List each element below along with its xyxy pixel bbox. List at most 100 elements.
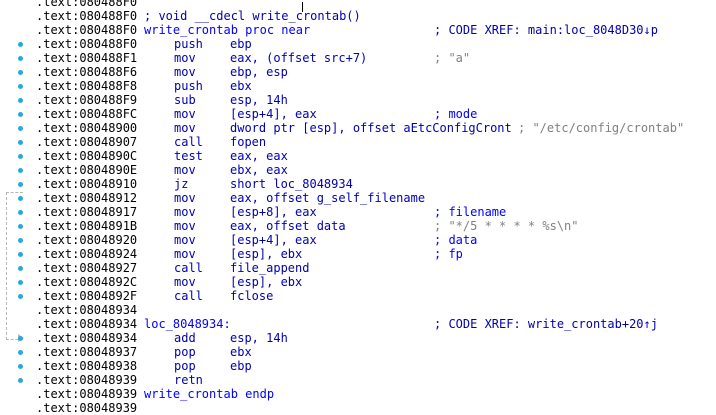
instruction-mnemonic[interactable]: sub [174, 93, 196, 107]
instruction-operands[interactable]: [esp+8], eax [230, 205, 317, 219]
instruction-mnemonic[interactable]: mov [174, 65, 196, 79]
breakpoint-dot-icon[interactable] [18, 224, 23, 229]
line-address[interactable]: .text:080488F0 [36, 0, 138, 9]
breakpoint-dot-icon[interactable] [18, 42, 23, 47]
breakpoint-dot-icon[interactable] [18, 252, 23, 257]
breakpoint-dot-icon[interactable] [18, 350, 23, 355]
instruction-operands[interactable]: [esp+4], eax [230, 107, 317, 121]
line-address[interactable]: .text:08048927 [36, 261, 138, 275]
instruction-operands[interactable]: [esp+4], eax [230, 233, 317, 247]
instruction-mnemonic[interactable]: push [174, 79, 203, 93]
line-address[interactable]: .text:08048934 [36, 317, 138, 331]
line-address[interactable]: .text:0804890E [36, 163, 138, 177]
instruction-operands[interactable]: [esp], ebx [230, 247, 303, 261]
instruction-mnemonic[interactable]: add [174, 331, 196, 345]
instruction-mnemonic[interactable]: mov [174, 163, 196, 177]
line-address[interactable]: .text:08048939 [36, 387, 138, 401]
instruction-mnemonic[interactable]: mov [174, 275, 196, 289]
instruction-operands[interactable]: eax, offset g_self_filename [230, 191, 426, 205]
instruction-operands[interactable]: esp, 14h [230, 93, 288, 107]
instruction-mnemonic[interactable]: mov [174, 121, 196, 135]
line-address[interactable]: .text:08048934 [36, 331, 138, 345]
disassembly-listing[interactable]: .text:080488F0.text:080488F0; void __cde… [36, 0, 716, 415]
instruction-operands[interactable]: ebp, esp [230, 65, 288, 79]
line-address[interactable]: .text:08048907 [36, 135, 138, 149]
instruction-operands[interactable]: ebp [230, 359, 252, 373]
line-address[interactable]: .text:08048924 [36, 247, 138, 261]
breakpoint-dot-icon[interactable] [18, 210, 23, 215]
breakpoint-dot-icon[interactable] [18, 154, 23, 159]
instruction-mnemonic[interactable]: pop [174, 359, 196, 373]
line-address[interactable]: .text:08048938 [36, 359, 138, 373]
listing-line[interactable]: .text:0804890E mov ebx, eax [36, 163, 716, 177]
instruction-mnemonic[interactable]: mov [174, 219, 196, 233]
instruction-mnemonic[interactable]: jz [174, 177, 189, 191]
instruction-mnemonic[interactable]: mov [174, 51, 196, 65]
code-label[interactable]: write_crontab proc near [144, 23, 311, 37]
instruction-operands[interactable]: ebp [230, 37, 252, 51]
instruction-operands[interactable]: ebx, eax [230, 163, 288, 177]
breakpoint-dot-icon[interactable] [18, 182, 23, 187]
listing-line[interactable]: .text:08048938 pop ebp [36, 359, 716, 373]
line-address[interactable]: .text:0804891B [36, 219, 138, 233]
breakpoint-dot-icon[interactable] [18, 70, 23, 75]
instruction-operands[interactable]: eax, eax [230, 149, 288, 163]
line-address[interactable]: .text:080488F0 [36, 23, 138, 37]
breakpoint-dot-icon[interactable] [18, 140, 23, 145]
instruction-mnemonic[interactable]: pop [174, 345, 196, 359]
breakpoint-dot-icon[interactable] [18, 364, 23, 369]
listing-line[interactable]: .text:08048912 mov eax, offset g_self_file… [36, 191, 716, 205]
breakpoint-dot-icon[interactable] [18, 196, 23, 201]
line-address[interactable]: .text:08048939 [36, 373, 138, 387]
instruction-operands[interactable]: ebx [230, 79, 252, 93]
breakpoint-dot-icon[interactable] [18, 294, 23, 299]
line-address[interactable]: .text:08048939 [36, 401, 138, 415]
listing-line[interactable]: .text:08048939 [36, 401, 716, 415]
line-address[interactable]: .text:08048912 [36, 191, 138, 205]
instruction-operands[interactable]: esp, 14h [230, 331, 288, 345]
listing-line[interactable]: .text:08048934 [36, 303, 716, 317]
breakpoint-dot-icon[interactable] [18, 56, 23, 61]
instruction-operands[interactable]: [esp], ebx [230, 275, 303, 289]
line-address[interactable]: .text:08048937 [36, 345, 138, 359]
breakpoint-dot-icon[interactable] [18, 336, 23, 341]
line-address[interactable]: .text:080488F0 [36, 9, 138, 23]
listing-line[interactable]: .text:08048934 add esp, 14h [36, 331, 716, 345]
code-label[interactable]: write_crontab endp [144, 387, 275, 401]
instruction-mnemonic[interactable]: call [174, 289, 203, 303]
line-address[interactable]: .text:08048917 [36, 205, 138, 219]
instruction-mnemonic[interactable]: call [174, 261, 203, 275]
line-address[interactable]: .text:080488F6 [36, 65, 138, 79]
breakpoint-dot-icon[interactable] [18, 126, 23, 131]
listing-line[interactable]: .text:080488F0 [36, 0, 716, 9]
line-address[interactable]: .text:080488F1 [36, 51, 138, 65]
line-address[interactable]: .text:080488F8 [36, 79, 138, 93]
instruction-operands[interactable]: file_append [230, 261, 310, 275]
instruction-operands[interactable]: ebx [230, 345, 252, 359]
instruction-mnemonic[interactable]: mov [174, 205, 196, 219]
line-address[interactable]: .text:080488F0 [36, 37, 138, 51]
line-address[interactable]: .text:080488FC [36, 107, 138, 121]
instruction-mnemonic[interactable]: test [174, 149, 203, 163]
listing-line[interactable]: .text:08048927 call file_append [36, 261, 716, 275]
line-address[interactable]: .text:08048900 [36, 121, 138, 135]
listing-line[interactable]: .text:08048937 pop ebx [36, 345, 716, 359]
listing-line[interactable]: .text:08048939 write_crontab endp [36, 387, 716, 401]
instruction-mnemonic[interactable]: mov [174, 247, 196, 261]
line-address[interactable]: .text:080488F9 [36, 93, 138, 107]
breakpoint-dot-icon[interactable] [18, 378, 23, 383]
instruction-mnemonic[interactable]: mov [174, 191, 196, 205]
breakpoint-dot-icon[interactable] [18, 112, 23, 117]
